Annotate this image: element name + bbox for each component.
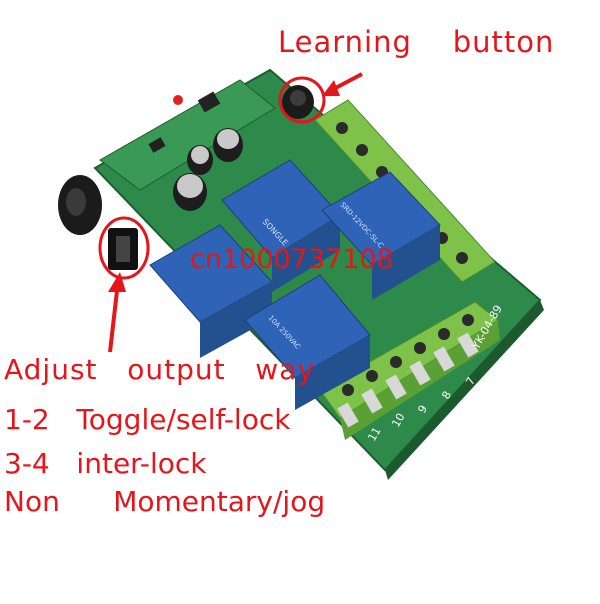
capacitor-2: [213, 128, 243, 162]
learning-arrow-head: [322, 80, 340, 96]
learning-button-caption: Learning button: [278, 25, 555, 59]
watermark-text: cn1000737108: [190, 244, 394, 275]
antenna-coil: [58, 175, 102, 235]
relay-bottom-left: [149, 224, 273, 358]
adjust-output-caption: Adjust output way: [4, 353, 315, 386]
adjust-arrow-shaft: [108, 281, 120, 353]
terminal-number: 12: [341, 438, 359, 457]
pcb-edge: [385, 300, 544, 480]
relay-top-left: SONGLE: [221, 159, 341, 292]
relay-top-right: SRD-12VDC-SL-C: [321, 171, 441, 300]
adjust-arrow-head: [108, 272, 126, 292]
terminal-number: 10: [389, 411, 407, 430]
terminal-block-bottom: [319, 301, 500, 440]
button-highlight-circle: [278, 76, 326, 124]
jumper-header: [108, 228, 138, 270]
terminal-number: 11: [365, 425, 383, 444]
mode-interlock-caption: 3-4 inter-lock: [4, 447, 207, 480]
capacitor-3: [187, 145, 213, 175]
receiver-module: [99, 79, 276, 191]
mode-momentary-caption: Non Momentary/jog: [4, 485, 326, 518]
mode-toggle-caption: 1-2 Toggle/self-lock: [4, 403, 291, 436]
relay-bottom-right: 10A 250VAC: [244, 274, 371, 410]
capacitor-1: [173, 173, 207, 211]
learning-push-button: [282, 85, 314, 119]
jumper-highlight-circle: [98, 216, 150, 280]
